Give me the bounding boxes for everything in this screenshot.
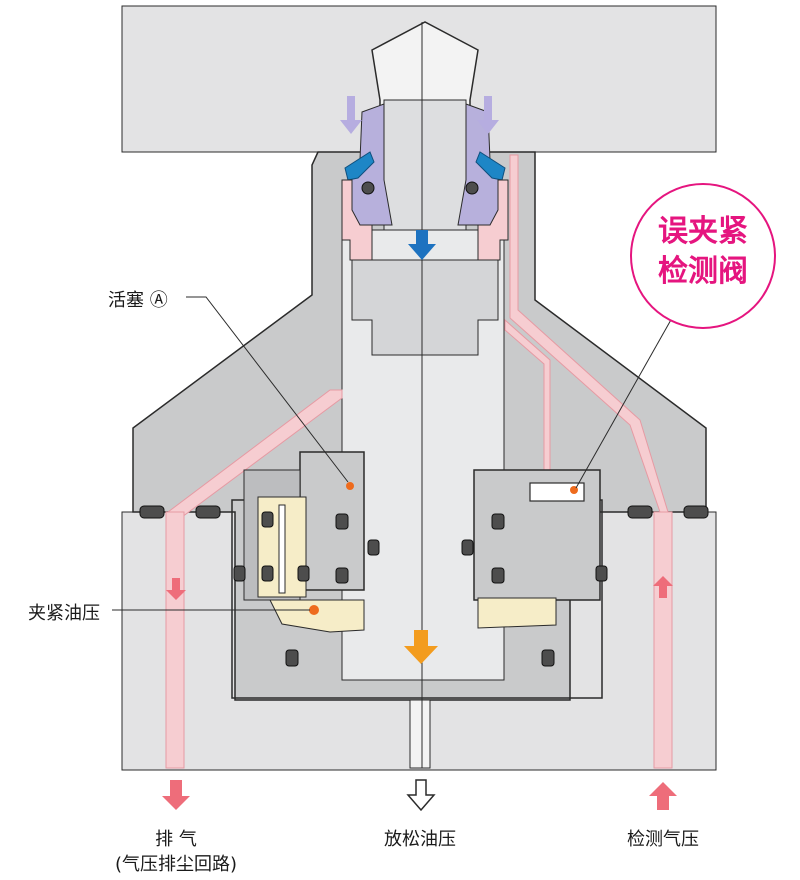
callout-line-2: 检测阀	[658, 254, 748, 289]
clamp-oil-left	[269, 599, 365, 633]
detect-valve	[529, 482, 585, 502]
release-pipe	[409, 699, 431, 769]
arrow-release-outline	[406, 779, 436, 812]
clamp-oil-right	[477, 597, 557, 629]
label-clamp-oil: 夹紧油压	[28, 603, 100, 624]
piston-left	[299, 451, 365, 591]
callout-detect-valve: 误夹紧 检测阀	[638, 212, 768, 292]
arrow-down-blue	[408, 230, 436, 260]
pink-holder-right	[477, 179, 509, 261]
seal-right-blue	[475, 151, 506, 181]
arrow-pink-detect	[649, 782, 677, 810]
exhaust-channel	[165, 511, 185, 769]
pink-holder-left	[341, 179, 373, 261]
arrow-lavender-left	[340, 96, 362, 134]
arrow-pink-exhaust-mid	[166, 578, 186, 600]
label-release-oil: 放松油压	[384, 829, 456, 850]
piston-right	[473, 469, 601, 601]
clamp-oil-dot	[309, 605, 319, 615]
draw-bar	[351, 259, 499, 356]
seal-left-blue	[344, 151, 375, 181]
collet-stem	[383, 99, 467, 231]
check-valve-rod	[278, 504, 286, 594]
arrow-pink-detect-mid	[653, 576, 673, 598]
label-piston: 活塞 Ⓐ	[108, 290, 168, 311]
arrow-down-orange	[404, 630, 438, 664]
label-detect-air: 检测气压	[627, 829, 699, 850]
arrow-lavender-right	[477, 96, 499, 134]
leader-piston	[186, 296, 349, 483]
piston-dot	[346, 482, 354, 490]
leader-detect-valve	[575, 317, 673, 489]
arrow-pink-exhaust	[162, 780, 190, 810]
o-rings	[139, 181, 709, 667]
callout-circle	[630, 183, 776, 329]
label-exhaust: 排 气	[155, 829, 197, 850]
callout-line-1: 误夹紧	[658, 214, 748, 249]
detect-channel	[653, 511, 673, 769]
label-exhaust-sub: (气压排尘回路)	[114, 854, 238, 875]
